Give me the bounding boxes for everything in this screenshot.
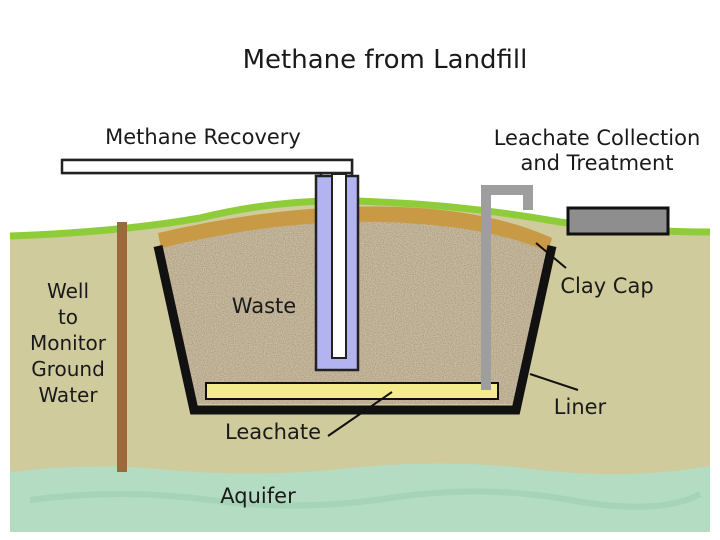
well-label-line1: Well: [47, 279, 89, 303]
liner: [153, 245, 557, 415]
well-label-line2: to: [58, 305, 78, 329]
clay-cap-leader: [535, 242, 567, 269]
monitoring-well-pipe: [117, 222, 127, 472]
leachate-leader: [327, 391, 393, 437]
well-label: Well to Monitor Ground Water: [30, 279, 107, 407]
aquifer-ripple: [29, 488, 702, 510]
well-label-line5: Water: [38, 383, 98, 407]
leachate-label: Leachate: [225, 420, 321, 444]
leachate-collection-label-line2: and Treatment: [520, 151, 673, 175]
well-label-line4: Ground: [31, 357, 105, 381]
aquifer-label: Aquifer: [220, 484, 296, 508]
diagram-title: Methane from Landfill: [243, 45, 528, 75]
treatment-tank: [566, 206, 670, 236]
well-label-line3: Monitor: [30, 331, 107, 355]
liner-leader: [529, 373, 579, 391]
clay-cap-label: Clay Cap: [560, 274, 653, 298]
waste-label: Waste: [232, 294, 296, 318]
leachate-collection-label-line1: Leachate Collection: [494, 126, 701, 150]
leachate-layer: [205, 382, 499, 400]
liner-label: Liner: [554, 395, 607, 419]
aquifer-band: [10, 463, 710, 532]
leachate-collection-pipe: [481, 185, 533, 390]
methane-recovery-pipe: [60, 158, 360, 372]
clay-cap: [158, 206, 552, 252]
methane-recovery-label: Methane Recovery: [105, 125, 301, 149]
